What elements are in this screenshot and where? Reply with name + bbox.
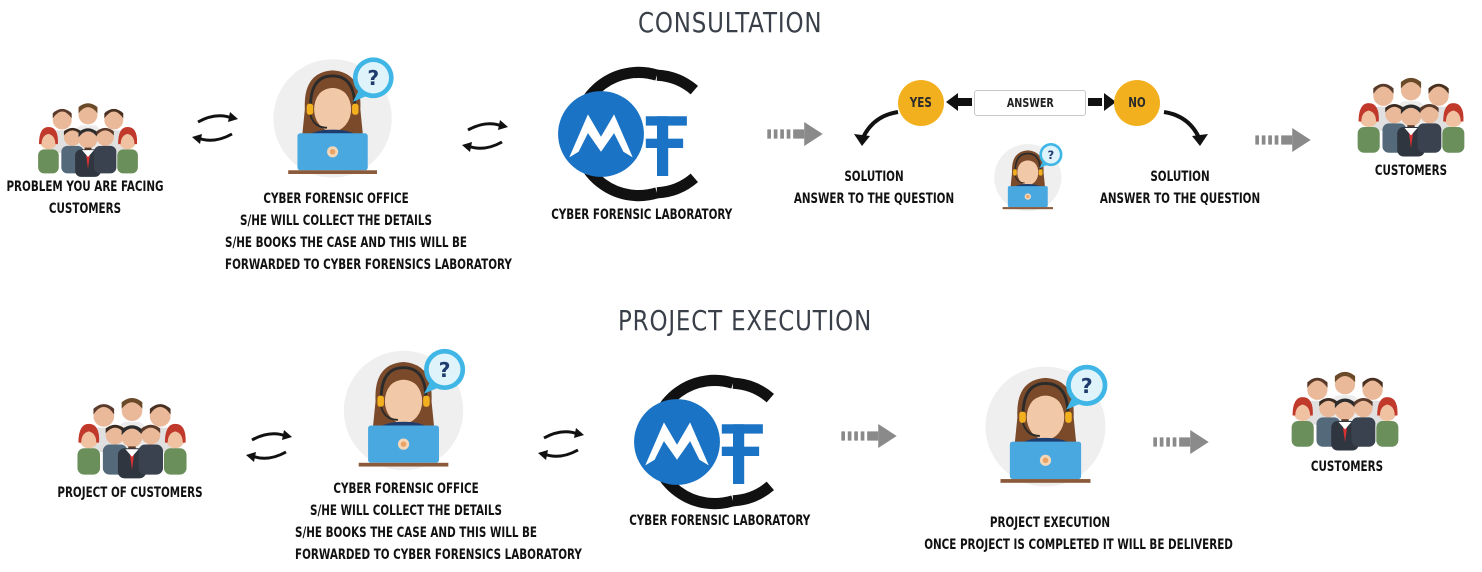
support-agent-icon bbox=[978, 348, 1128, 492]
group-of-people-icon bbox=[1284, 364, 1406, 456]
two-way-arrows-icon bbox=[460, 116, 510, 156]
two-way-arrows-icon bbox=[536, 424, 586, 464]
curved-arrow-down-right-icon bbox=[1163, 110, 1208, 146]
curved-arrow-down-left-icon bbox=[854, 110, 899, 146]
two-way-arrows-icon bbox=[190, 108, 240, 148]
cyber-forensic-lab-logo bbox=[548, 64, 738, 204]
section-title-project-execution: PROJECT EXECUTION bbox=[618, 304, 873, 337]
cyber-forensic-lab-label: CYBER FORENSIC LABORATORY bbox=[551, 207, 733, 223]
customers-right-label: CUSTOMERS bbox=[1310, 459, 1384, 475]
cyber-forensic-lab-logo bbox=[624, 372, 814, 512]
project-of-customers-label: PROJECT OF CUSTOMERS bbox=[57, 485, 203, 501]
answer-box: ANSWER bbox=[974, 90, 1086, 116]
solution-left-label: SOLUTION ANSWER TO THE QUESTION bbox=[793, 169, 955, 207]
no-bubble: NO bbox=[1114, 80, 1160, 126]
group-of-people-icon bbox=[72, 390, 192, 484]
section-title-consultation: CONSULTATION bbox=[638, 6, 823, 39]
group-of-people-icon bbox=[36, 96, 140, 182]
support-agent-icon bbox=[990, 132, 1074, 216]
dashed-arrow-right-icon bbox=[840, 424, 898, 448]
cyber-forensic-office-label: CYBER FORENSIC OFFICE S/HE WILL COLLECT … bbox=[225, 191, 512, 273]
cyber-forensic-lab-label: CYBER FORENSIC LABORATORY bbox=[629, 513, 811, 529]
support-agent-icon bbox=[266, 42, 414, 182]
solution-right-label: SOLUTION ANSWER TO THE QUESTION bbox=[1099, 169, 1261, 207]
project-execution-label: PROJECT EXECUTION ONCE PROJECT IS COMPLE… bbox=[924, 515, 1233, 553]
arrow-right-icon bbox=[1088, 93, 1116, 111]
arrow-left-icon bbox=[946, 93, 972, 111]
customers-right-label: CUSTOMERS bbox=[1374, 163, 1448, 179]
support-agent-icon bbox=[336, 334, 486, 474]
cyber-forensic-office-label: CYBER FORENSIC OFFICE S/HE WILL COLLECT … bbox=[295, 481, 582, 563]
problem-customers-label: PROBLEM YOU ARE FACING CUSTOMERS bbox=[6, 179, 164, 217]
dashed-arrow-right-icon bbox=[1254, 128, 1312, 152]
dashed-arrow-right-icon bbox=[766, 122, 824, 146]
two-way-arrows-icon bbox=[244, 426, 294, 466]
group-of-people-icon bbox=[1350, 70, 1472, 162]
dashed-arrow-right-icon bbox=[1152, 430, 1210, 454]
yes-bubble: YES bbox=[898, 80, 944, 126]
